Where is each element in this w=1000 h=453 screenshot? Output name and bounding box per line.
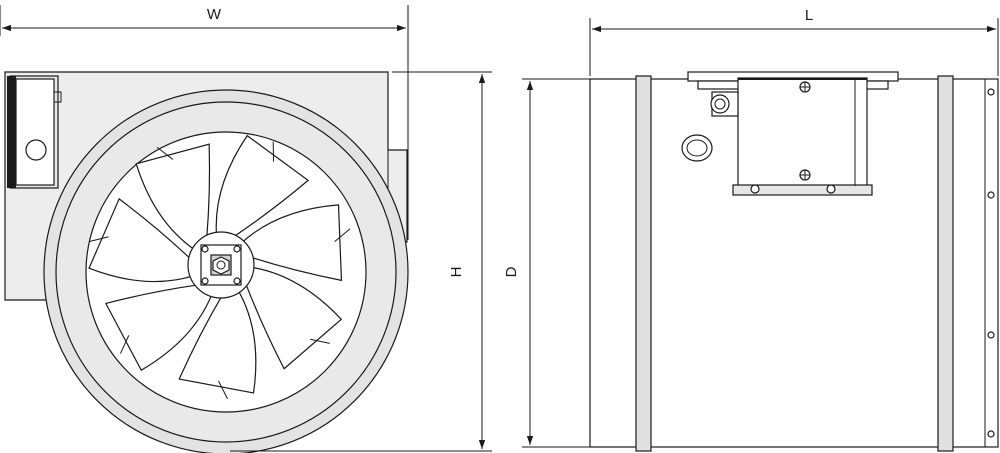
impeller-blade (215, 134, 310, 238)
dimension-d: D (503, 78, 590, 448)
cable-gland (25, 139, 47, 161)
dimension-h: H (230, 71, 492, 452)
dimension-l-label: L (805, 7, 813, 24)
impeller-blade (104, 284, 213, 372)
impeller-blade (244, 266, 343, 370)
guide-vane (119, 335, 130, 354)
dimension-w-label: W (207, 6, 222, 23)
impeller (88, 134, 351, 400)
side-view (589, 71, 999, 452)
flange-left (635, 75, 652, 452)
oval-port (681, 134, 713, 162)
side-cable-gland (710, 91, 739, 117)
impeller-blade (88, 197, 194, 283)
dimension-w: W (0, 5, 409, 240)
guide-vane (218, 380, 228, 400)
guide-vane (310, 338, 330, 344)
dimension-d-label: D (503, 266, 520, 277)
guide-vane (334, 228, 351, 242)
guide-vane (156, 146, 174, 160)
flange-right (937, 75, 954, 452)
dimension-l: L (589, 7, 999, 76)
front-view (4, 71, 409, 453)
guide-vane (88, 236, 109, 243)
impeller-blade (240, 204, 343, 282)
motor-box (681, 71, 899, 196)
impeller-blade (135, 143, 211, 251)
hub (187, 231, 255, 299)
dimension-h-label: H (448, 267, 465, 278)
impeller-blade (178, 289, 257, 394)
terminal-box (7, 75, 62, 189)
